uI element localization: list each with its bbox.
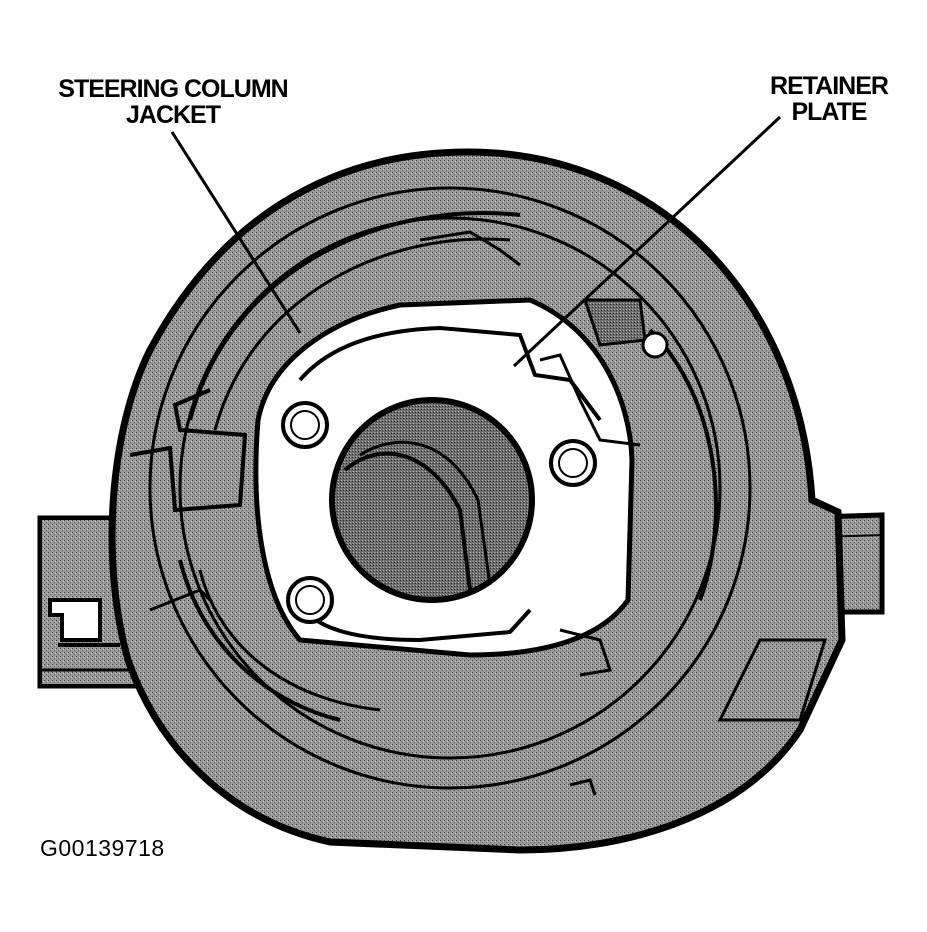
figure-code: G00139718 [40,835,165,861]
label-line: RETAINER [770,72,889,100]
label-line: JACKET [125,101,221,129]
steering-shaft-hub [329,397,535,603]
steering-column-jacket-leader [170,131,302,334]
housing-details [129,230,669,796]
mounting-holes [281,401,597,624]
label-line: STEERING COLUMN [58,75,288,103]
retainer-plate-label: RETAINER PLATE [764,73,894,125]
label-line: PLATE [791,98,867,126]
retainer-plate-leader [512,115,782,368]
steering-column-jacket-label: STEERING COLUMN JACKET [48,76,298,128]
